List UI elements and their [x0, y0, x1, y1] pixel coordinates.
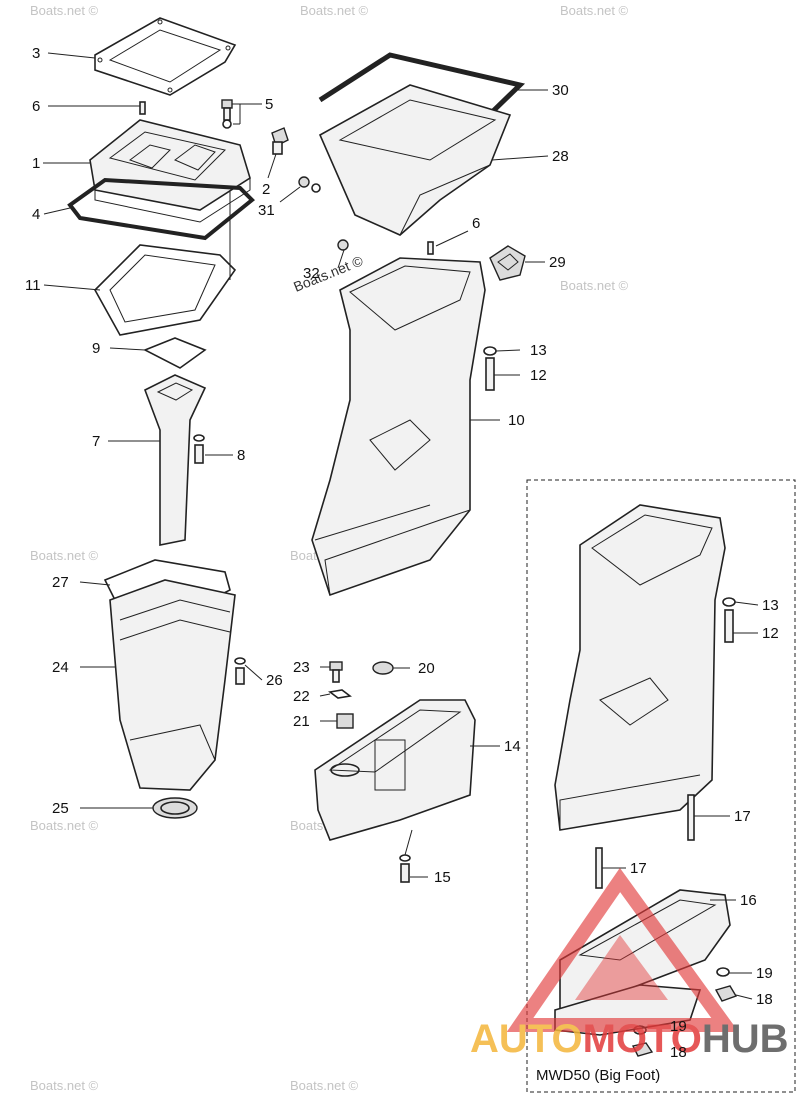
- part-11-gasket: [94, 244, 237, 336]
- callout-18-lower: 18: [670, 1044, 687, 1061]
- callout-31: 31: [258, 202, 275, 219]
- callout-19-lower: 19: [670, 1018, 687, 1035]
- callout-4: 4: [32, 206, 40, 223]
- part-13a-washer: [483, 346, 497, 356]
- part-7-exhaust-pipe: [143, 374, 207, 546]
- callout-14: 14: [504, 738, 521, 755]
- part-19a-washer: [716, 967, 730, 977]
- part-5-screw: [221, 99, 233, 129]
- part-12b-bolt: [724, 609, 734, 643]
- watermark-1: Boats.net ©: [30, 3, 99, 18]
- callout-12-upper: 12: [530, 367, 547, 384]
- part-8-bolt: [193, 434, 205, 464]
- part-15-bolt: [399, 854, 411, 883]
- logo-text-moto: MOTO: [583, 1017, 702, 1061]
- logo-text-auto: AUTO: [470, 1017, 583, 1061]
- part-28-oil-pan: [318, 84, 512, 236]
- part-29-damper: [489, 245, 526, 281]
- part-13b-washer: [722, 597, 736, 607]
- callout-numbers: 3 6 5 1 2 4 31 11 32 30 28 6 29 9 13 12 …: [25, 45, 779, 1061]
- callout-6-top: 6: [32, 98, 40, 115]
- callout-15: 15: [434, 869, 451, 886]
- callout-28: 28: [552, 148, 569, 165]
- part-6b-pin: [427, 241, 434, 255]
- part-26-bolt: [234, 657, 246, 685]
- part-31-screw: [298, 176, 321, 193]
- callout-3: 3: [32, 45, 40, 62]
- part-23-screw: [329, 661, 343, 683]
- part-9-gasket: [143, 337, 207, 369]
- leader-lines: [43, 52, 759, 1000]
- callout-12-lower: 12: [762, 625, 779, 642]
- callout-27: 27: [52, 574, 69, 591]
- callout-7: 7: [92, 433, 100, 450]
- callout-13-upper: 13: [530, 342, 547, 359]
- part-1-adapter: [89, 119, 251, 223]
- callout-2: 2: [262, 181, 270, 198]
- part-32-nut: [337, 239, 349, 251]
- part-4-seal: [67, 177, 255, 241]
- callout-1: 1: [32, 155, 40, 172]
- callout-19-upper: 19: [756, 965, 773, 982]
- watermark-4: Boats.net ©: [560, 278, 629, 293]
- logo-text-hub: HUB: [702, 1017, 789, 1061]
- callout-9: 9: [92, 340, 100, 357]
- part-12a-bolt: [485, 357, 495, 391]
- watermark-7: Boats.net ©: [30, 818, 99, 833]
- callout-24: 24: [52, 659, 69, 676]
- watermark-2: Boats.net ©: [300, 3, 369, 18]
- part-3-gasket: [94, 17, 237, 96]
- svg-text:AUTOMOTOHUB: AUTOMOTOHUB: [470, 1017, 789, 1061]
- part-10b-driveshaft-housing-big-foot: [554, 504, 726, 831]
- callout-8: 8: [237, 447, 245, 464]
- part-18a-nut: [714, 985, 738, 1002]
- watermark-5: Boats.net ©: [30, 548, 99, 563]
- part-20-grommet: [372, 661, 394, 675]
- callout-17-upper: 17: [734, 808, 751, 825]
- part-21-grommet: [336, 713, 354, 729]
- part-17a-stud: [687, 794, 695, 841]
- part-17b-stud: [595, 847, 603, 889]
- variant-box: [526, 479, 796, 1093]
- callout-16: 16: [740, 892, 757, 909]
- callout-25: 25: [52, 800, 69, 817]
- callout-18-upper: 18: [756, 991, 773, 1008]
- watermark-10: Boats.net ©: [290, 1078, 359, 1093]
- part-25-seal: [152, 797, 198, 819]
- callout-22: 22: [293, 688, 310, 705]
- part-24-muffler: [109, 579, 236, 791]
- callout-26: 26: [266, 672, 283, 689]
- callout-10: 10: [508, 412, 525, 429]
- part-6-pin: [139, 101, 146, 115]
- part-18b-nut: [631, 1042, 654, 1057]
- watermark-3: Boats.net ©: [560, 3, 629, 18]
- callout-5: 5: [265, 96, 273, 113]
- callout-29: 29: [549, 254, 566, 271]
- part-22-washer: [328, 689, 352, 699]
- callout-11: 11: [25, 277, 41, 294]
- callout-23: 23: [293, 659, 310, 676]
- callout-32: 32: [303, 265, 320, 282]
- callout-20: 20: [418, 660, 435, 677]
- part-10-driveshaft-housing: [311, 257, 486, 597]
- callout-17-lower: 17: [630, 860, 647, 877]
- callout-21: 21: [293, 713, 310, 730]
- callout-6-right: 6: [472, 215, 480, 232]
- logo-triangle: [506, 867, 739, 1032]
- autamotohub-logo: AUTOMOTOHUB: [470, 867, 789, 1061]
- callout-13-lower: 13: [762, 597, 779, 614]
- part-2-bolt: [271, 127, 289, 155]
- callout-30: 30: [552, 82, 569, 99]
- watermark-9: Boats.net ©: [30, 1078, 99, 1093]
- part-14-lower-case: [314, 699, 476, 841]
- variant-caption: MWD50 (Big Foot): [536, 1067, 660, 1084]
